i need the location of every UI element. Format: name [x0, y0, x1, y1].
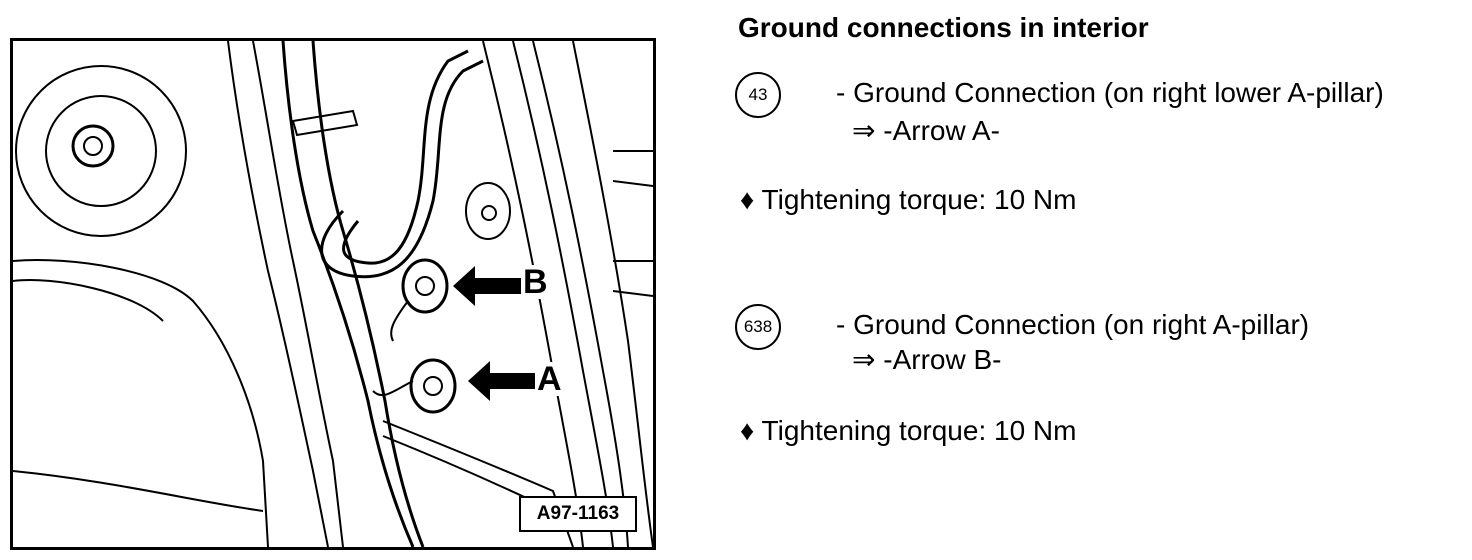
- component-description: - Ground Connection (on right A-pillar): [836, 309, 1310, 340]
- arrow-a-shape: [468, 361, 540, 401]
- arrow-b-shape: [453, 266, 523, 306]
- torque-spec: ♦ Tightening torque: 10 Nm: [740, 415, 1077, 446]
- component-description: - Ground Connection (on right lower A-pi…: [836, 77, 1384, 108]
- figure-code: A97-1163: [519, 496, 637, 532]
- arrow-label-b: B: [521, 263, 550, 301]
- a-pillar-illustration: [13, 41, 653, 547]
- arrow-label-a: A: [535, 360, 564, 398]
- torque-spec: ♦ Tightening torque: 10 Nm: [740, 184, 1077, 215]
- speaker-outline: [15, 65, 187, 237]
- component-badge: 43: [735, 72, 781, 118]
- illustration-frame: B A A97-1163: [10, 38, 656, 550]
- page-title: Ground connections in interior: [738, 12, 1149, 43]
- arrow-reference: ⇒ -Arrow A-: [852, 115, 1000, 146]
- arrow-reference: ⇒ -Arrow B-: [852, 344, 1002, 375]
- component-badge: 638: [735, 304, 781, 350]
